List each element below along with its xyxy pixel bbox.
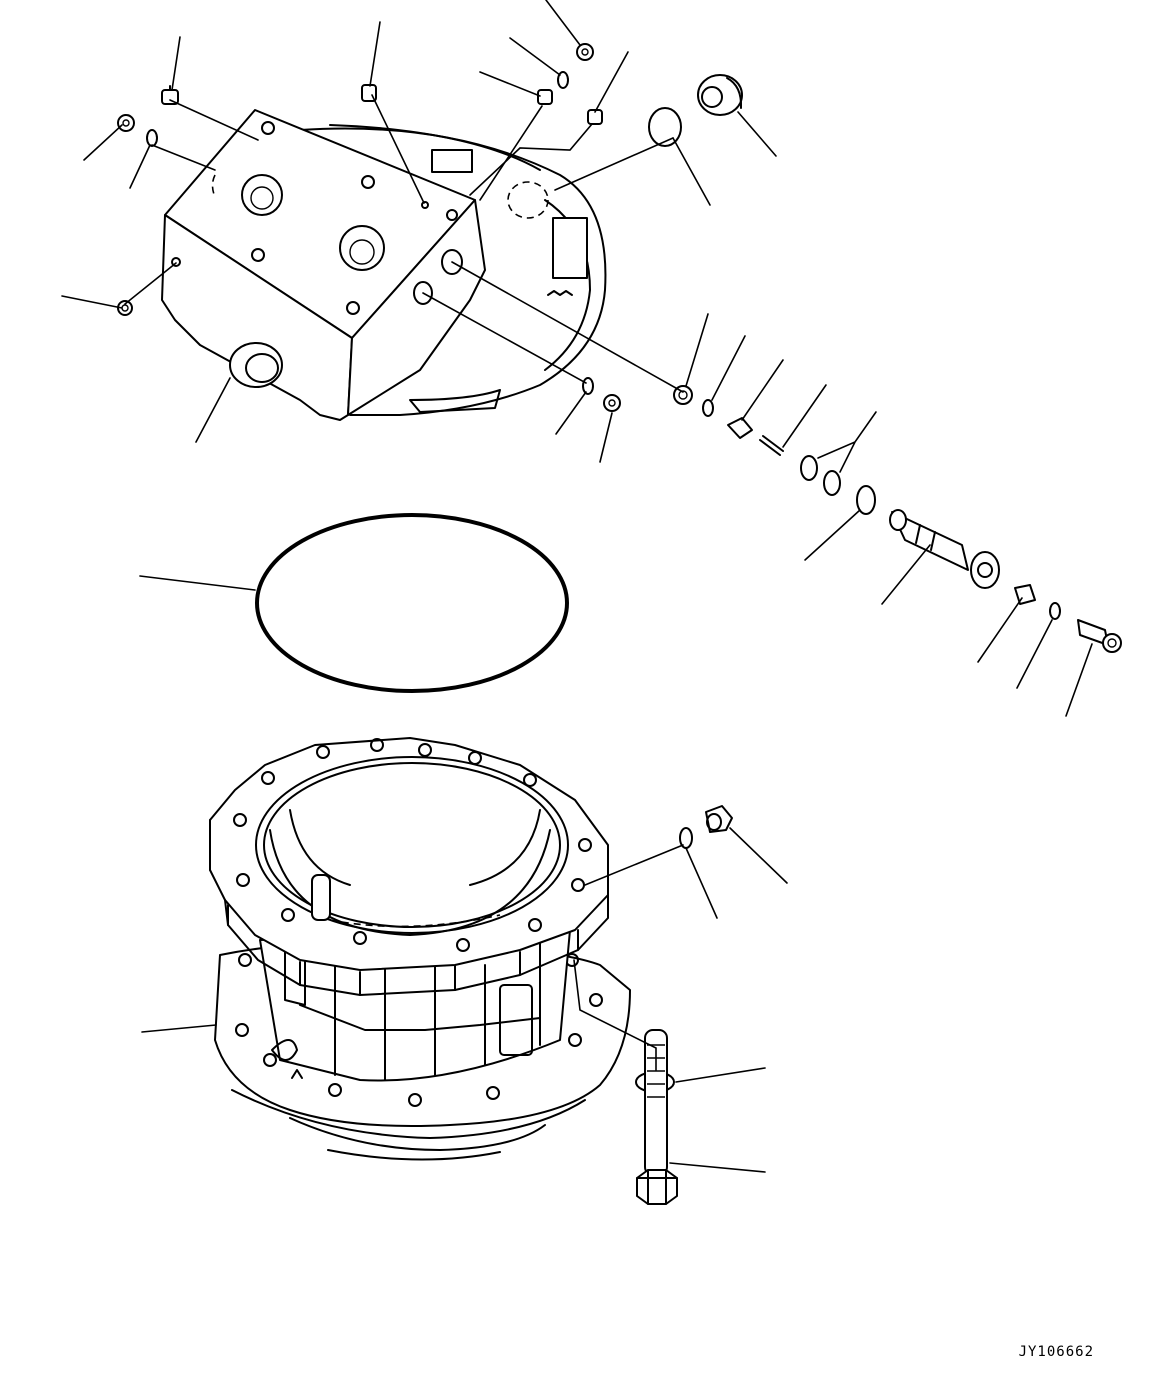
port-hole: [339, 225, 385, 271]
plug: [587, 109, 603, 125]
plug: [161, 85, 179, 105]
plug: [117, 300, 133, 316]
plug: [705, 805, 733, 833]
gear-case-fittings: [635, 805, 733, 1205]
seal-cap: [648, 107, 682, 147]
plug: [1014, 584, 1036, 605]
drawing-code: JY106662: [1018, 1344, 1094, 1360]
plug: [673, 385, 693, 405]
o-ring: [557, 71, 569, 89]
gear-case: [209, 737, 631, 1161]
mounting-bolt: [636, 1029, 678, 1205]
drain-plug: [697, 74, 743, 116]
plug: [603, 394, 621, 412]
housing-fittings: [117, 43, 743, 412]
nameplate: [552, 217, 588, 279]
o-ring: [856, 485, 876, 515]
pin: [759, 435, 784, 456]
relief-valve: [889, 509, 1000, 589]
plug: [117, 114, 135, 132]
plug: [1077, 619, 1122, 653]
port-hole: [241, 174, 283, 216]
leader-lines: [61, 0, 1093, 1173]
backup-ring: [823, 470, 841, 496]
large-o-ring: [255, 513, 569, 693]
side-port: [229, 342, 283, 388]
o-ring: [582, 377, 594, 395]
valve-assembly: [673, 385, 1122, 653]
plug: [537, 89, 553, 105]
o-ring: [702, 399, 714, 417]
plug: [576, 43, 594, 61]
backup-ring: [800, 455, 818, 481]
motor-housing: [161, 109, 607, 421]
poppet: [727, 417, 753, 439]
o-ring: [1049, 602, 1061, 620]
o-ring: [146, 129, 158, 147]
